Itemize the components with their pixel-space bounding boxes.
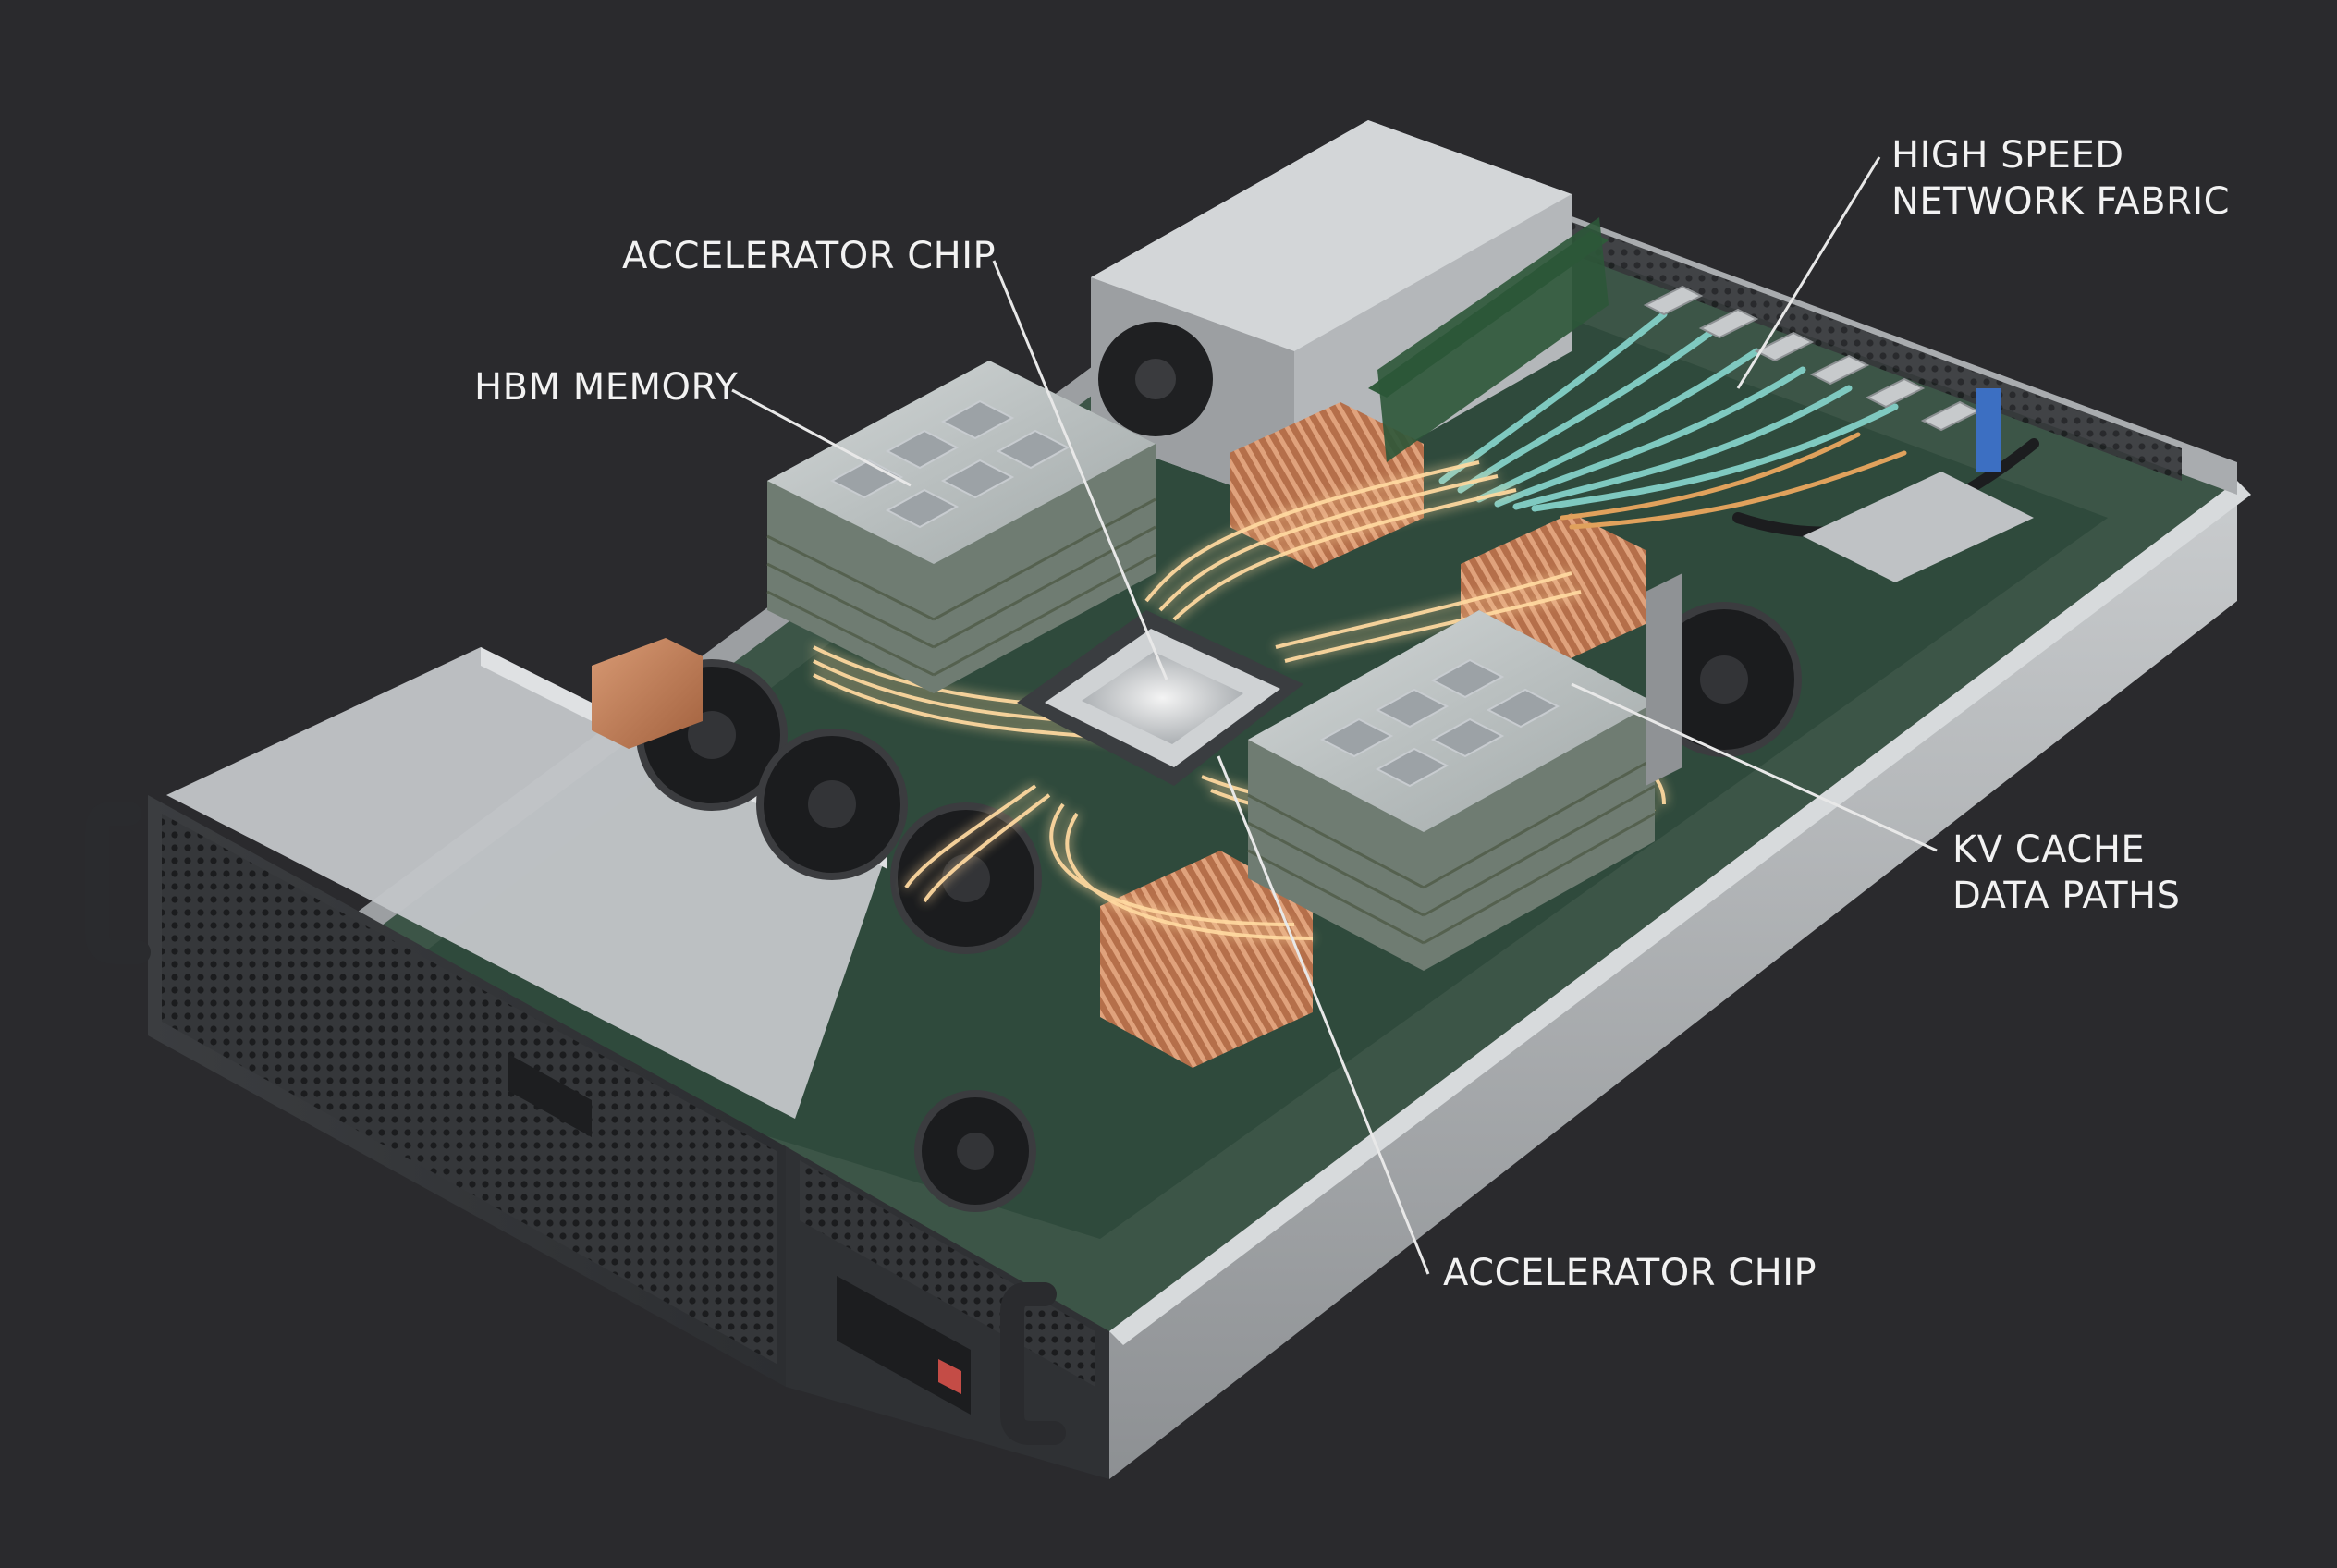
label-kv-line2: DATA PATHS: [1952, 875, 2181, 917]
label-accelerator-chip-top: ACCELERATOR CHIP: [622, 233, 996, 279]
port-connector: [1976, 388, 2001, 472]
drive-bay: [837, 1276, 971, 1415]
fan-icon: [756, 729, 908, 880]
hbm-memory-stack-right: [1247, 610, 1656, 971]
fan-icon: [890, 802, 1042, 954]
power-indicator: [938, 1359, 961, 1394]
side-components: [1646, 472, 2034, 786]
network-cables: [1438, 311, 1899, 512]
label-hbm-memory-text: HBM MEMORY: [474, 366, 739, 409]
label-hbm-memory: HBM MEMORY: [474, 364, 738, 410]
network-fabric: [1368, 217, 2039, 538]
label-network-line2: NETWORK FABRIC: [1891, 180, 2231, 223]
callout-leader-lines: [731, 156, 1938, 1275]
label-accelerator-chip-bottom-text: ACCELERATOR CHIP: [1443, 1252, 1817, 1294]
label-network-line1: HIGH SPEED: [1891, 134, 2124, 177]
label-network-fabric: HIGH SPEED NETWORK FABRIC: [1891, 132, 2230, 225]
heatsink-icon: [1100, 851, 1313, 1068]
handle-icon: [85, 802, 151, 964]
label-accelerator-chip-bottom: ACCELERATOR CHIP: [1443, 1250, 1817, 1296]
fan-array: [636, 602, 1802, 1212]
accelerator-chip: [1017, 610, 1303, 786]
leader-accelerator-bottom: [1217, 755, 1430, 1275]
front-vent-mesh: [162, 814, 777, 1364]
hbm-memory-stack-left: [766, 361, 1156, 693]
fan-icon: [914, 1090, 1036, 1212]
heatsinks: [592, 402, 1646, 1068]
leader-accelerator-top: [992, 260, 1168, 680]
leader-network: [1736, 156, 1881, 389]
label-kv-cache: KV CACHE DATA PATHS: [1952, 827, 2180, 919]
handle-icon: [1000, 1282, 1066, 1445]
chassis-side-wall: [1109, 481, 2237, 1479]
heatsink-icon: [1230, 402, 1424, 569]
leader-kv-cache: [1571, 682, 1938, 852]
front-panel: [85, 647, 1109, 1479]
label-accelerator-chip-top-text: ACCELERATOR CHIP: [622, 235, 997, 277]
leader-hbm: [731, 388, 912, 487]
label-kv-line1: KV CACHE: [1952, 828, 2146, 871]
